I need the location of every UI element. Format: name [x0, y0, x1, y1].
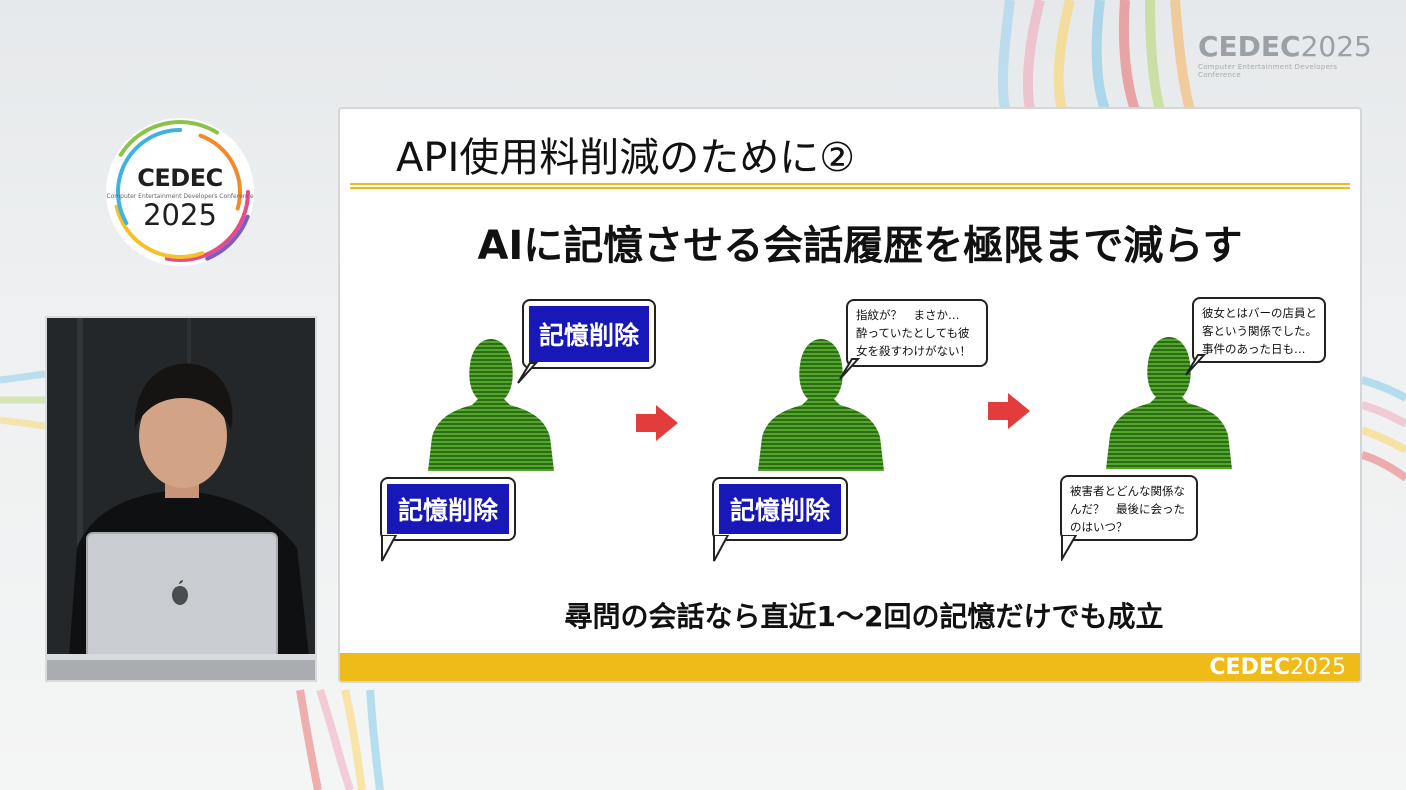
memory-delete-label: 記憶削除	[529, 306, 649, 362]
arrow-right-icon	[988, 393, 1030, 429]
memory-delete-bubble: 記憶削除	[380, 477, 516, 541]
bubble-line: 指紋が？ まさか…	[856, 308, 960, 322]
memory-delete-label: 記憶削除	[387, 484, 509, 534]
logo-word: CEDEC	[1198, 30, 1301, 63]
bubble-line: 被害者とどんな関係な	[1070, 484, 1185, 498]
footer-logo-word: CEDEC	[1209, 655, 1290, 680]
presentation-slide: API使用料削減のために② AIに記憶させる会話履歴を極限まで減らす 記憶削除 …	[338, 107, 1362, 683]
ring-icon	[106, 118, 254, 266]
conference-logo-top: CEDEC2025 Computer Entertainment Develop…	[1198, 30, 1372, 80]
bubble-tail	[1185, 354, 1207, 376]
memory-delete-bubble: 記憶削除	[522, 299, 656, 369]
bubble-tail	[381, 535, 398, 562]
footer-logo-year: 2025	[1290, 655, 1346, 680]
detective-speech-bubble: 被害者とどんな関係な んだ？ 最後に会った のはいつ？	[1060, 475, 1198, 541]
bubble-tail	[839, 358, 861, 380]
laptop-logo-icon	[172, 580, 188, 605]
logo-year: 2025	[1300, 30, 1372, 63]
bubble-tail	[1061, 535, 1078, 561]
ring-logo-word: CEDEC	[137, 164, 223, 192]
logo-subtitle: Computer Entertainment Developers Confer…	[1198, 63, 1338, 79]
bubble-line: 事件のあった日も…	[1202, 342, 1306, 356]
title-divider	[350, 183, 1350, 189]
ai-figure-icon	[758, 339, 884, 471]
speaker-camera-feed	[45, 316, 317, 682]
bubble-line: のはいつ？	[1070, 520, 1128, 534]
suspect-speech-bubble: 指紋が？ まさか… 酔っていたとしても彼 女を殺すわけがない！	[846, 299, 988, 367]
ai-figure-icon	[1106, 337, 1232, 469]
bubble-line: 客という関係でした。	[1202, 324, 1317, 338]
slide-conclusion: 尋問の会話なら直近1〜2回の記憶だけでも成立	[564, 600, 1164, 633]
ring-logo-subtitle: Computer Entertainment Developers Confer…	[106, 193, 254, 200]
bubble-tail	[713, 535, 730, 562]
ai-figure-icon	[428, 339, 554, 471]
slide-footer-band	[340, 653, 1360, 681]
slide-title: API使用料削減のために②	[396, 135, 856, 181]
bubble-line: 女を殺すわけがない！	[856, 344, 971, 358]
speaker-image	[47, 318, 315, 680]
bubble-tail	[517, 362, 539, 384]
memory-delete-label: 記憶削除	[719, 484, 841, 534]
suspect-speech-bubble: 彼女とはバーの店員と 客という関係でした。 事件のあった日も…	[1192, 297, 1326, 363]
conference-ring-logo: CEDEC Computer Entertainment Developers …	[102, 114, 258, 270]
memory-delete-bubble: 記憶削除	[712, 477, 848, 541]
slide-footer-logo: CEDEC2025	[1209, 656, 1346, 680]
bubble-line: んだ？ 最後に会った	[1070, 502, 1185, 516]
bubble-line: 彼女とはバーの店員と	[1202, 306, 1317, 320]
ring-logo-year: 2025	[143, 198, 217, 232]
bubble-line: 酔っていたとしても彼	[856, 326, 970, 340]
slide-headline: AIに記憶させる会話履歴を極限まで減らす	[477, 223, 1243, 269]
arrow-right-icon	[636, 405, 678, 441]
